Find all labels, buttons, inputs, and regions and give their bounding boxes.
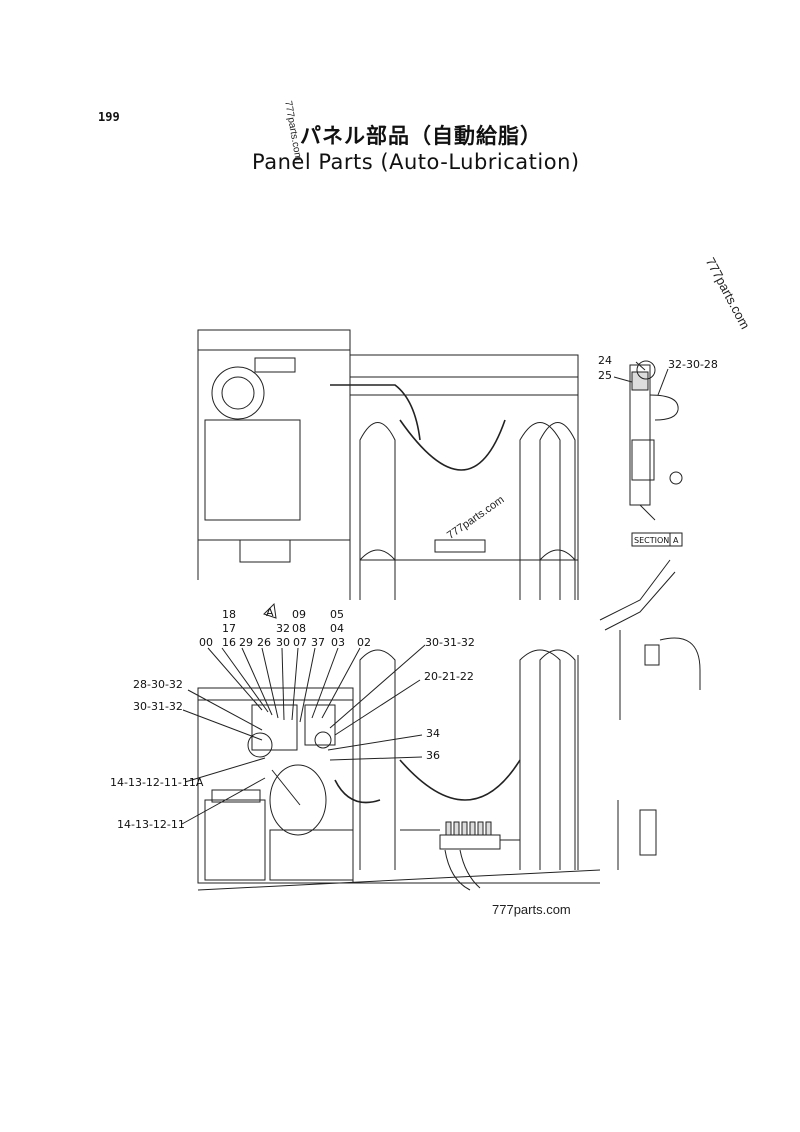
callout-32-30-28: 32-30-28 [668, 358, 718, 371]
callout-02: 02 [357, 636, 371, 649]
callout-07: 07 [293, 636, 307, 649]
svg-text:A: A [266, 606, 274, 619]
section-a-label: SECTION A [634, 536, 679, 545]
section-a-detail [599, 360, 701, 870]
svg-text:SECTION: SECTION [634, 536, 669, 545]
upper-frame-drawing [197, 329, 579, 600]
callout-30: 30 [276, 636, 290, 649]
callout-25: 25 [598, 369, 612, 382]
callout-36: 36 [426, 749, 440, 762]
callout-14-13-12-11-11A: 14-13-12-11-11A [110, 776, 204, 789]
svg-text:A: A [673, 536, 679, 545]
callout-20-21-22: 20-21-22 [424, 670, 474, 683]
callout-labels: 18 17 00 16 29 26 32 30 09 08 07 37 05 0… [110, 354, 718, 831]
distributor-valves [445, 821, 492, 836]
callout-09: 09 [292, 608, 306, 621]
callout-17: 17 [222, 622, 236, 635]
title-japanese: パネル部品（自動給脂） [300, 124, 542, 148]
callout-32: 32 [276, 622, 290, 635]
callout-04: 04 [330, 622, 344, 635]
callout-05: 05 [330, 608, 344, 621]
callout-26: 26 [257, 636, 271, 649]
callout-16: 16 [222, 636, 236, 649]
page-number: 199 [98, 110, 120, 124]
callout-08: 08 [292, 622, 306, 635]
leader-lines [181, 361, 669, 825]
title-english: Panel Parts (Auto-Lubrication) [252, 150, 580, 174]
section-marker-a: A [263, 602, 277, 619]
callout-18: 18 [222, 608, 236, 621]
lower-frame-drawing [197, 649, 601, 891]
watermark-bottom: 777parts.com [492, 902, 571, 917]
callout-30-31-32-left: 30-31-32 [133, 700, 183, 713]
callout-37: 37 [311, 636, 325, 649]
callout-14-13-12-11: 14-13-12-11 [117, 818, 185, 831]
callout-29: 29 [239, 636, 253, 649]
callout-34: 34 [426, 727, 440, 740]
callout-30-31-32-top: 30-31-32 [425, 636, 475, 649]
callout-03: 03 [331, 636, 345, 649]
callout-00: 00 [199, 636, 213, 649]
callout-24: 24 [598, 354, 612, 367]
callout-28-30-32: 28-30-32 [133, 678, 183, 691]
